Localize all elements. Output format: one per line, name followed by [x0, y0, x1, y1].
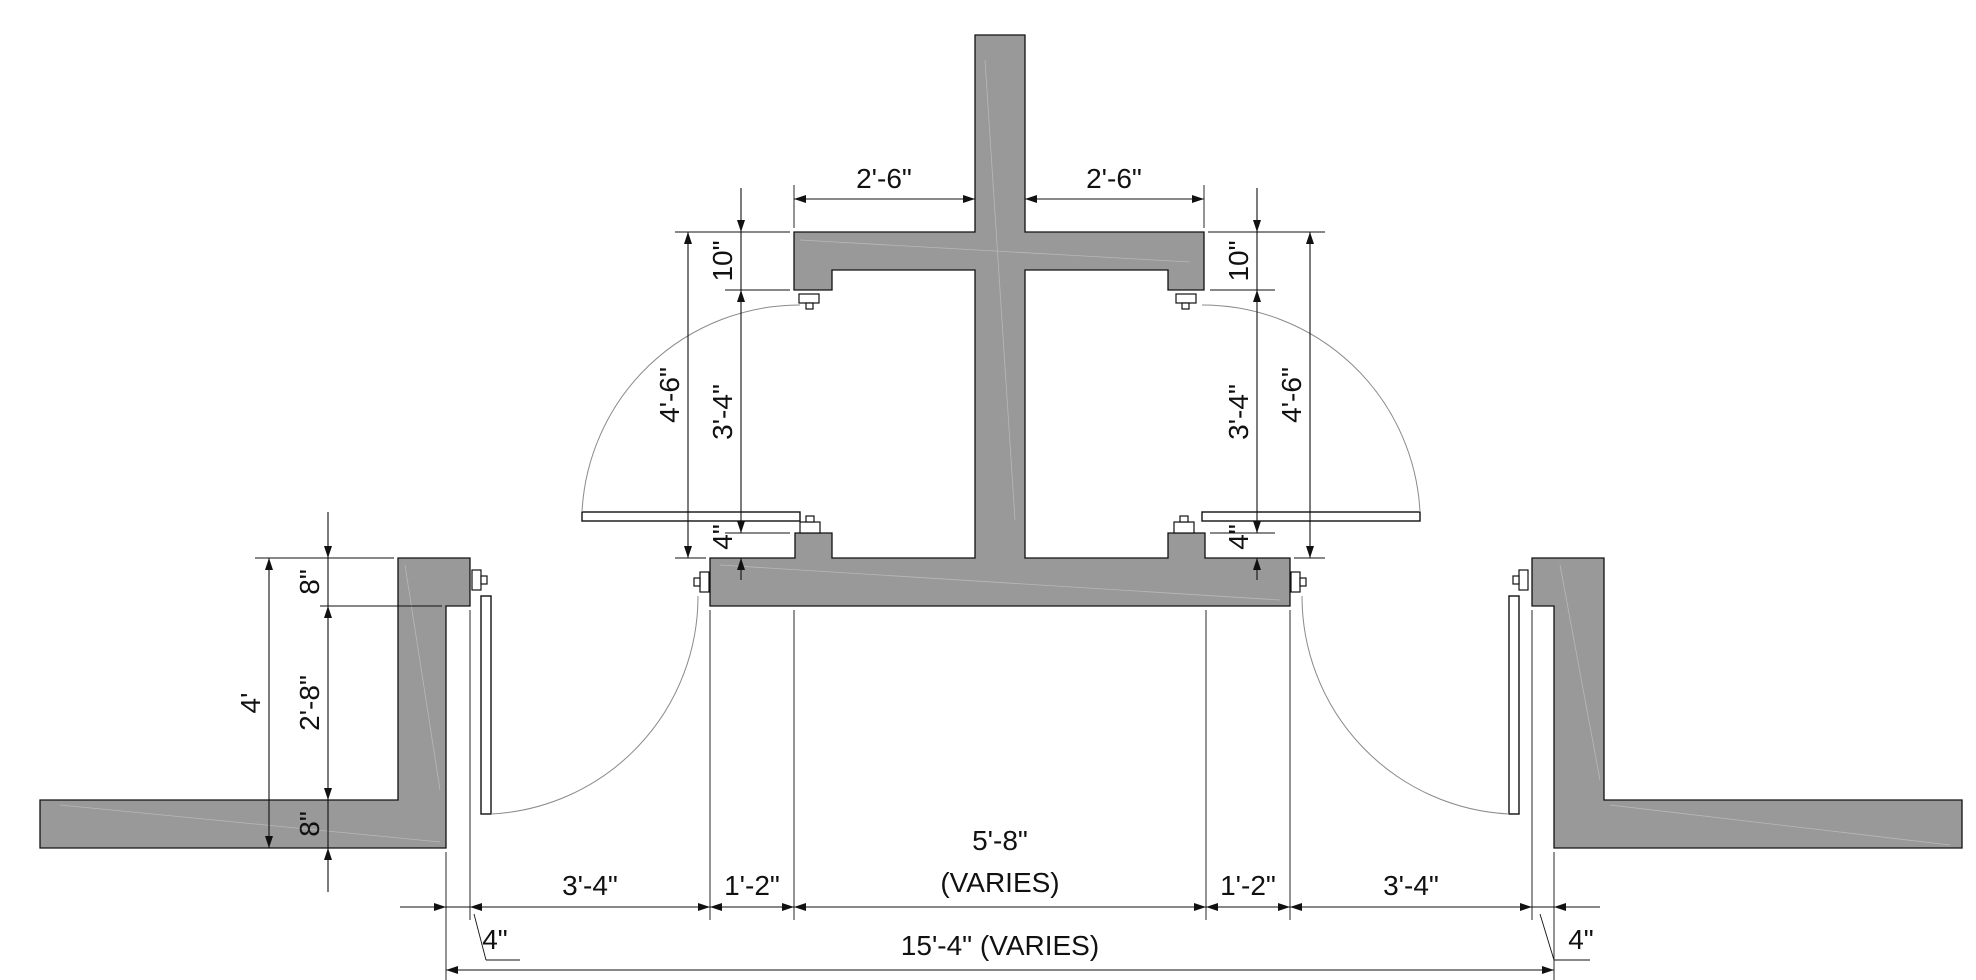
door-leaf-upper-right	[1201, 511, 1421, 522]
right-wall	[1531, 557, 1963, 849]
hinge-icon	[805, 515, 815, 523]
dimension-labels: 2'-6" 2'-6" 10" 10" 4'-6" 4'-6" 3'-4" 3'…	[235, 163, 1594, 961]
dim-right-overall: 4'-6"	[1276, 367, 1307, 423]
dim-side-bottom: 8"	[294, 811, 325, 837]
dim-bottom-right-opening: 3'-4"	[1383, 870, 1439, 901]
hinge-icon	[805, 302, 814, 310]
dim-center-varies: (VARIES)	[940, 867, 1059, 898]
door-swing-upper-left	[581, 304, 801, 513]
hinge-icon	[798, 293, 820, 304]
door-swing-lower-left	[490, 595, 699, 815]
dim-left-wall: 4"	[482, 924, 508, 955]
hinge-icon	[1512, 575, 1520, 585]
dim-center-width: 5'-8"	[972, 825, 1028, 856]
dim-left-curb: 4"	[707, 524, 738, 550]
left-wall	[39, 557, 471, 849]
hinge-icon	[1290, 571, 1301, 593]
door-swings	[490, 304, 1510, 815]
center-partition	[709, 34, 1291, 607]
hinge-icon	[1179, 515, 1189, 523]
door-swing-lower-right	[1301, 595, 1510, 815]
walls	[39, 34, 1963, 849]
extension-lines	[255, 185, 1590, 980]
dim-top-left-width: 2'-6"	[856, 163, 912, 194]
hinge-icon	[1518, 569, 1529, 591]
hinge-icon	[480, 575, 488, 585]
dimension-lines	[265, 188, 1600, 974]
dim-left-overall: 4'-6"	[654, 367, 685, 423]
hinge-icon	[1173, 521, 1195, 534]
door-leaf-upper-left	[581, 511, 801, 522]
dim-top-right-width: 2'-6"	[1086, 163, 1142, 194]
hinge-icon	[693, 577, 701, 587]
hinge-icon	[1181, 302, 1190, 310]
hinge-icon	[1175, 293, 1197, 304]
dim-side-mid: 2'-8"	[294, 675, 325, 731]
door-swing-upper-right	[1201, 304, 1421, 513]
dim-right-curb: 4"	[1223, 524, 1254, 550]
dim-right-wall: 4"	[1568, 924, 1594, 955]
dim-side-total: 4'	[235, 693, 266, 714]
hinge-icon	[471, 569, 482, 591]
dim-right-cap: 10"	[1223, 240, 1254, 281]
dim-side-top: 8"	[294, 569, 325, 595]
dim-left-cap: 10"	[707, 240, 738, 281]
hinge-icon	[1299, 577, 1307, 587]
dim-bottom-left-opening: 3'-4"	[562, 870, 618, 901]
dim-right-opening: 3'-4"	[1223, 384, 1254, 440]
hinges	[471, 293, 1529, 593]
dim-bottom-left-jamb: 1'-2"	[724, 870, 780, 901]
dim-left-opening: 3'-4"	[707, 384, 738, 440]
door-leaf-right	[1508, 595, 1520, 815]
hinge-icon	[699, 571, 710, 593]
dim-overall: 15'-4" (VARIES)	[901, 930, 1099, 961]
dim-bottom-right-jamb: 1'-2"	[1220, 870, 1276, 901]
door-leaf-left	[480, 595, 492, 815]
hinge-icon	[799, 521, 821, 534]
